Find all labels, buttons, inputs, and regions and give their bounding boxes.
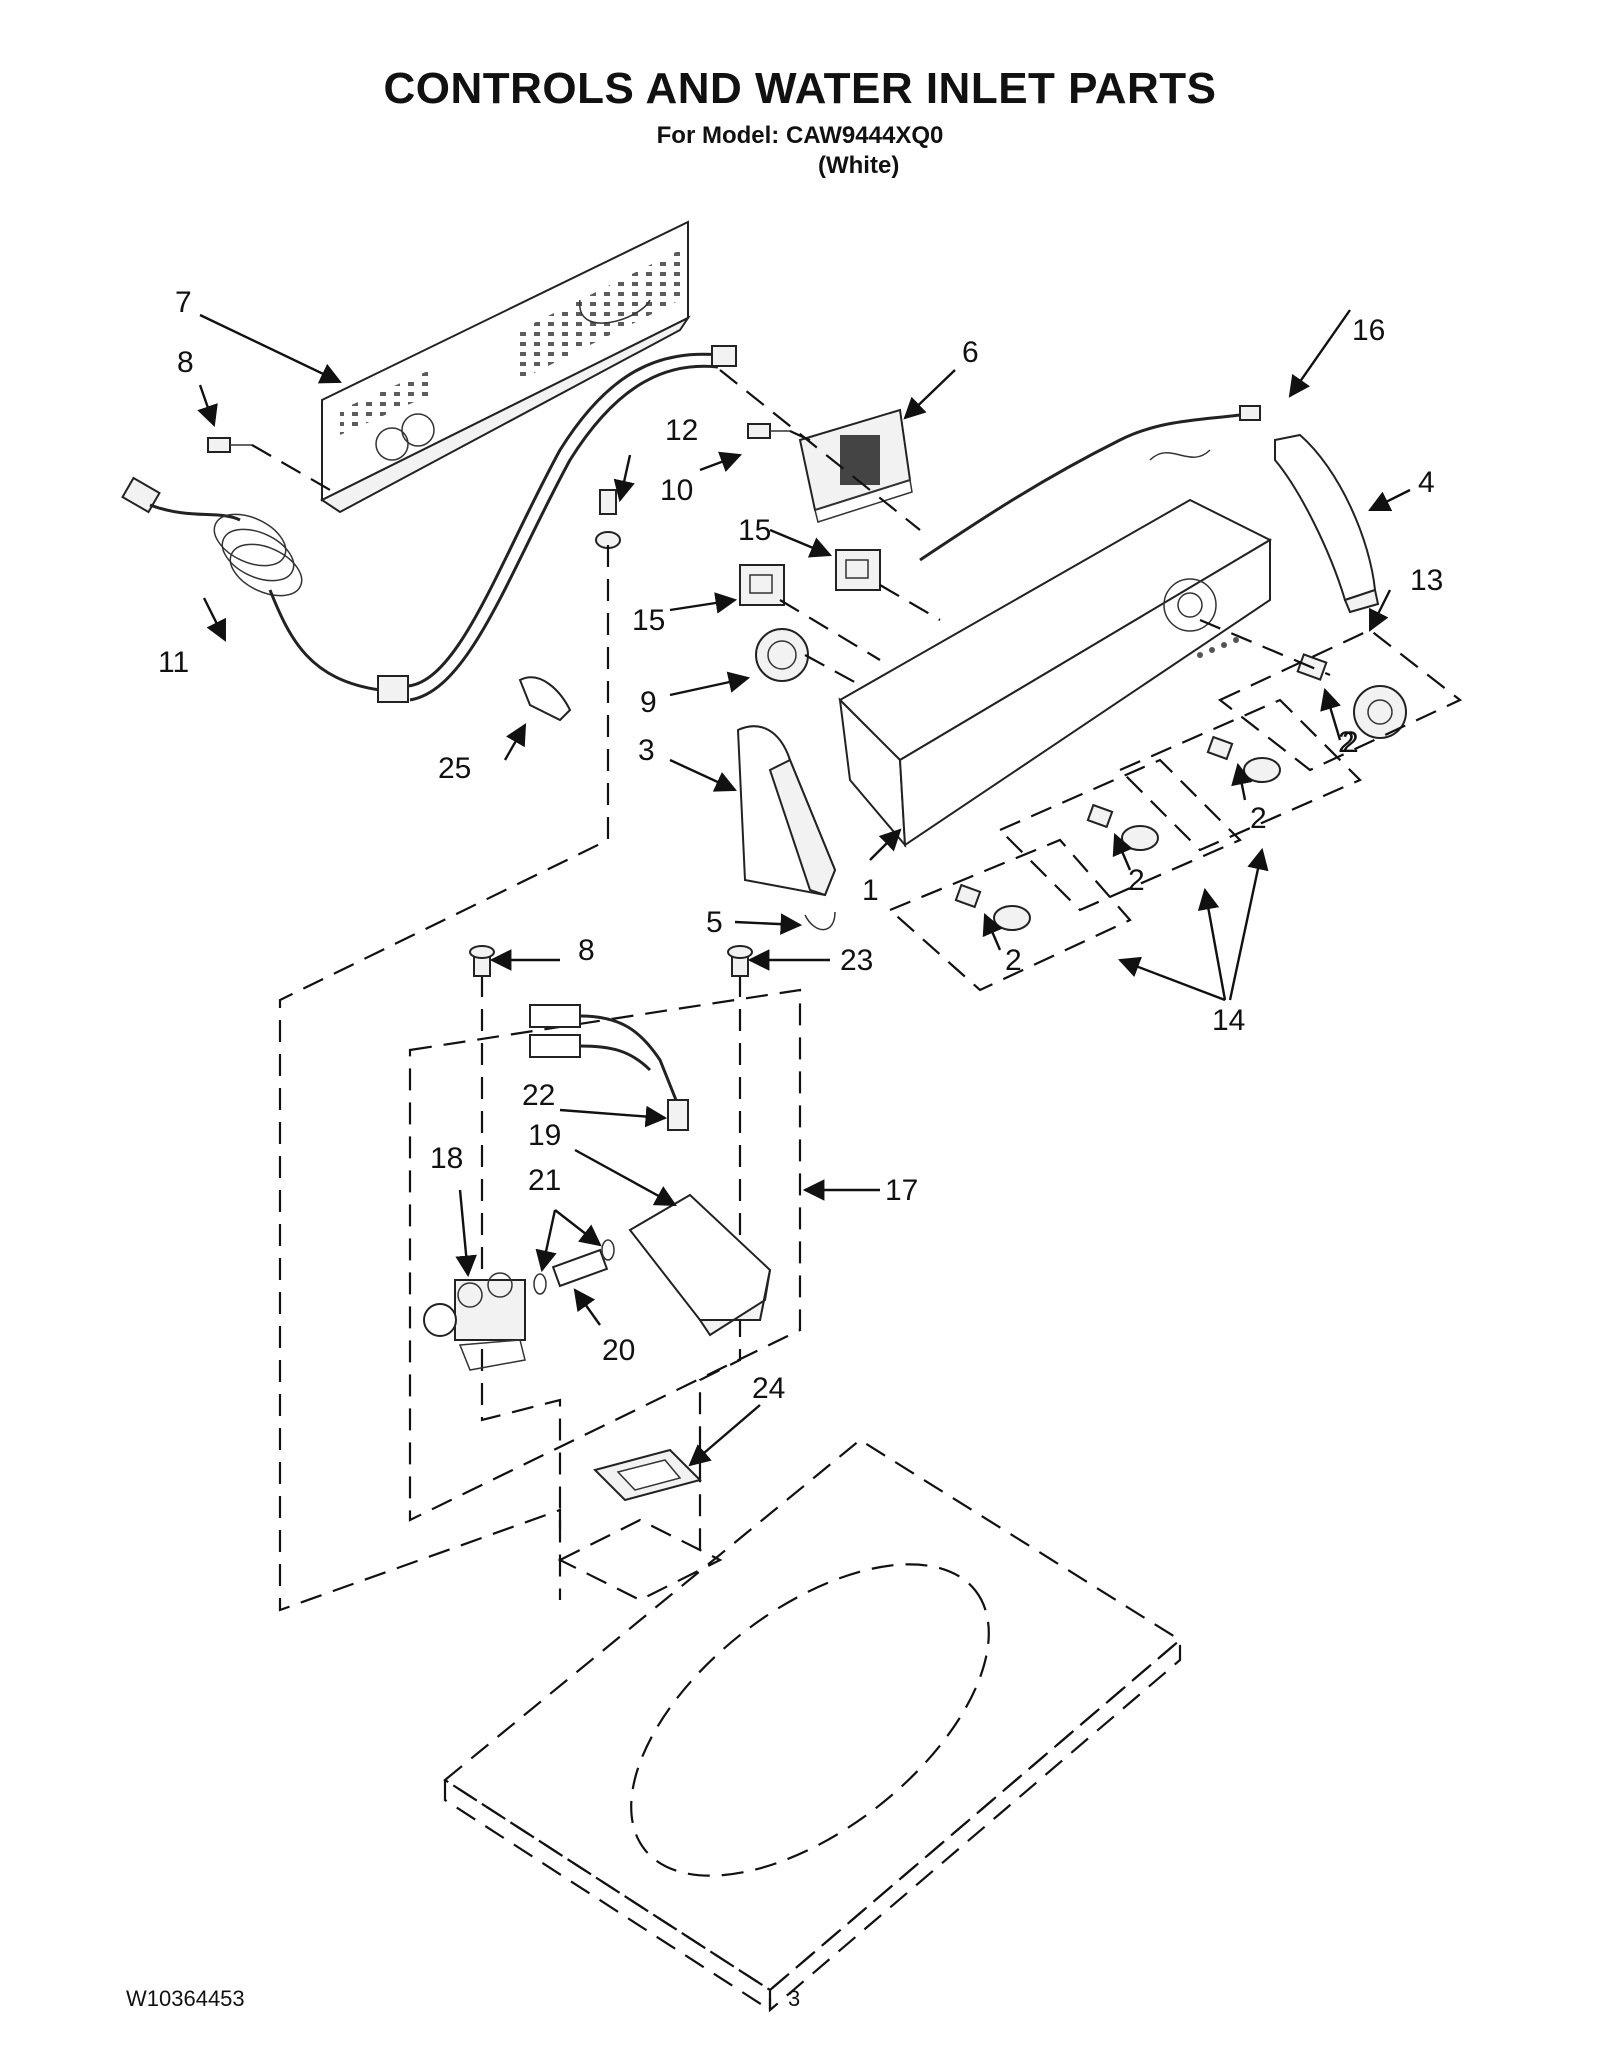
callout-16: 16 [1352, 314, 1385, 347]
callout-15b: 15 [632, 604, 665, 637]
callout-24: 24 [752, 1372, 785, 1405]
callout-11: 11 [158, 646, 189, 679]
callout-7: 7 [175, 286, 192, 319]
callout-2d: 2 [1005, 944, 1022, 977]
callout-21: 21 [528, 1164, 561, 1197]
callout-15a: 15 [738, 514, 771, 547]
callout-19: 19 [528, 1119, 561, 1152]
knob-group-outline [1217, 628, 1463, 772]
power-cord-part [121, 345, 737, 703]
water-valve-part [423, 1272, 526, 1371]
leader-arrows [197, 309, 1411, 1467]
callout-2c: 2 [1128, 864, 1145, 897]
callout-8: 8 [177, 346, 194, 379]
document-number: W10364453 [126, 1986, 245, 2011]
gasket-part [593, 1448, 702, 1502]
callout-1: 1 [862, 874, 879, 907]
end-cap-right-part [1274, 433, 1380, 614]
callout-25: 25 [438, 752, 471, 785]
knob-group-outline [887, 838, 1132, 992]
dispenser-part [628, 1193, 772, 1337]
end-cap-left-part [736, 725, 837, 897]
page-number: 3 [788, 1986, 801, 2011]
callout-labels: 7 8 12 10 6 16 4 13 15 15 11 9 25 3 1 2 … [158, 286, 1443, 1405]
screw-part [595, 489, 621, 549]
knob-part [954, 883, 1031, 931]
callout-2b: 2 [1250, 802, 1267, 835]
callout-10: 10 [660, 474, 693, 507]
callout-23: 23 [840, 944, 873, 977]
inlet-hose-part [533, 1239, 615, 1295]
color-note: (White) [818, 152, 900, 179]
callout-12: 12 [665, 414, 698, 447]
inlet-harness-part [529, 1004, 689, 1131]
callout-4: 4 [1418, 466, 1435, 499]
harness-part [919, 405, 1261, 562]
switch-part [835, 549, 881, 591]
clip-part [804, 911, 836, 931]
callout-9: 9 [640, 686, 657, 719]
callout-5: 5 [706, 906, 723, 939]
callout-18: 18 [430, 1142, 463, 1175]
model-subtitle: For Model: CAW9444XQ0 [656, 122, 944, 149]
callout-2e: 2 [1338, 726, 1355, 759]
callout-20: 20 [602, 1334, 635, 1367]
water-inlet-group-outline [408, 988, 802, 1522]
callout-14: 14 [1212, 1004, 1245, 1037]
callout-22: 22 [522, 1079, 555, 1112]
screw-part [727, 945, 753, 977]
switch-part [739, 564, 785, 606]
callout-13: 13 [1410, 564, 1443, 597]
callout-6: 6 [962, 336, 979, 369]
washer-top-outline [443, 1438, 1182, 2013]
knob-group-outline [998, 758, 1242, 912]
screw-part [469, 945, 495, 977]
knob-part [518, 676, 572, 722]
knob-part [1086, 803, 1159, 851]
callout-8b: 8 [578, 934, 595, 967]
alignment-lines [251, 369, 1331, 1612]
callout-17: 17 [885, 1174, 918, 1207]
page-title: CONTROLS AND WATER INLET PARTS [383, 64, 1217, 113]
screw-part [747, 423, 790, 439]
knob-group-outline [1118, 698, 1362, 852]
callout-2a: 2 [1342, 726, 1359, 759]
screw-part [207, 437, 252, 453]
knob-part [1206, 735, 1281, 783]
console-part [838, 498, 1273, 848]
rear-panel-part [320, 220, 691, 514]
callout-3: 3 [638, 734, 655, 767]
control-board-part [798, 408, 913, 523]
pressure-switch-part [755, 628, 809, 682]
